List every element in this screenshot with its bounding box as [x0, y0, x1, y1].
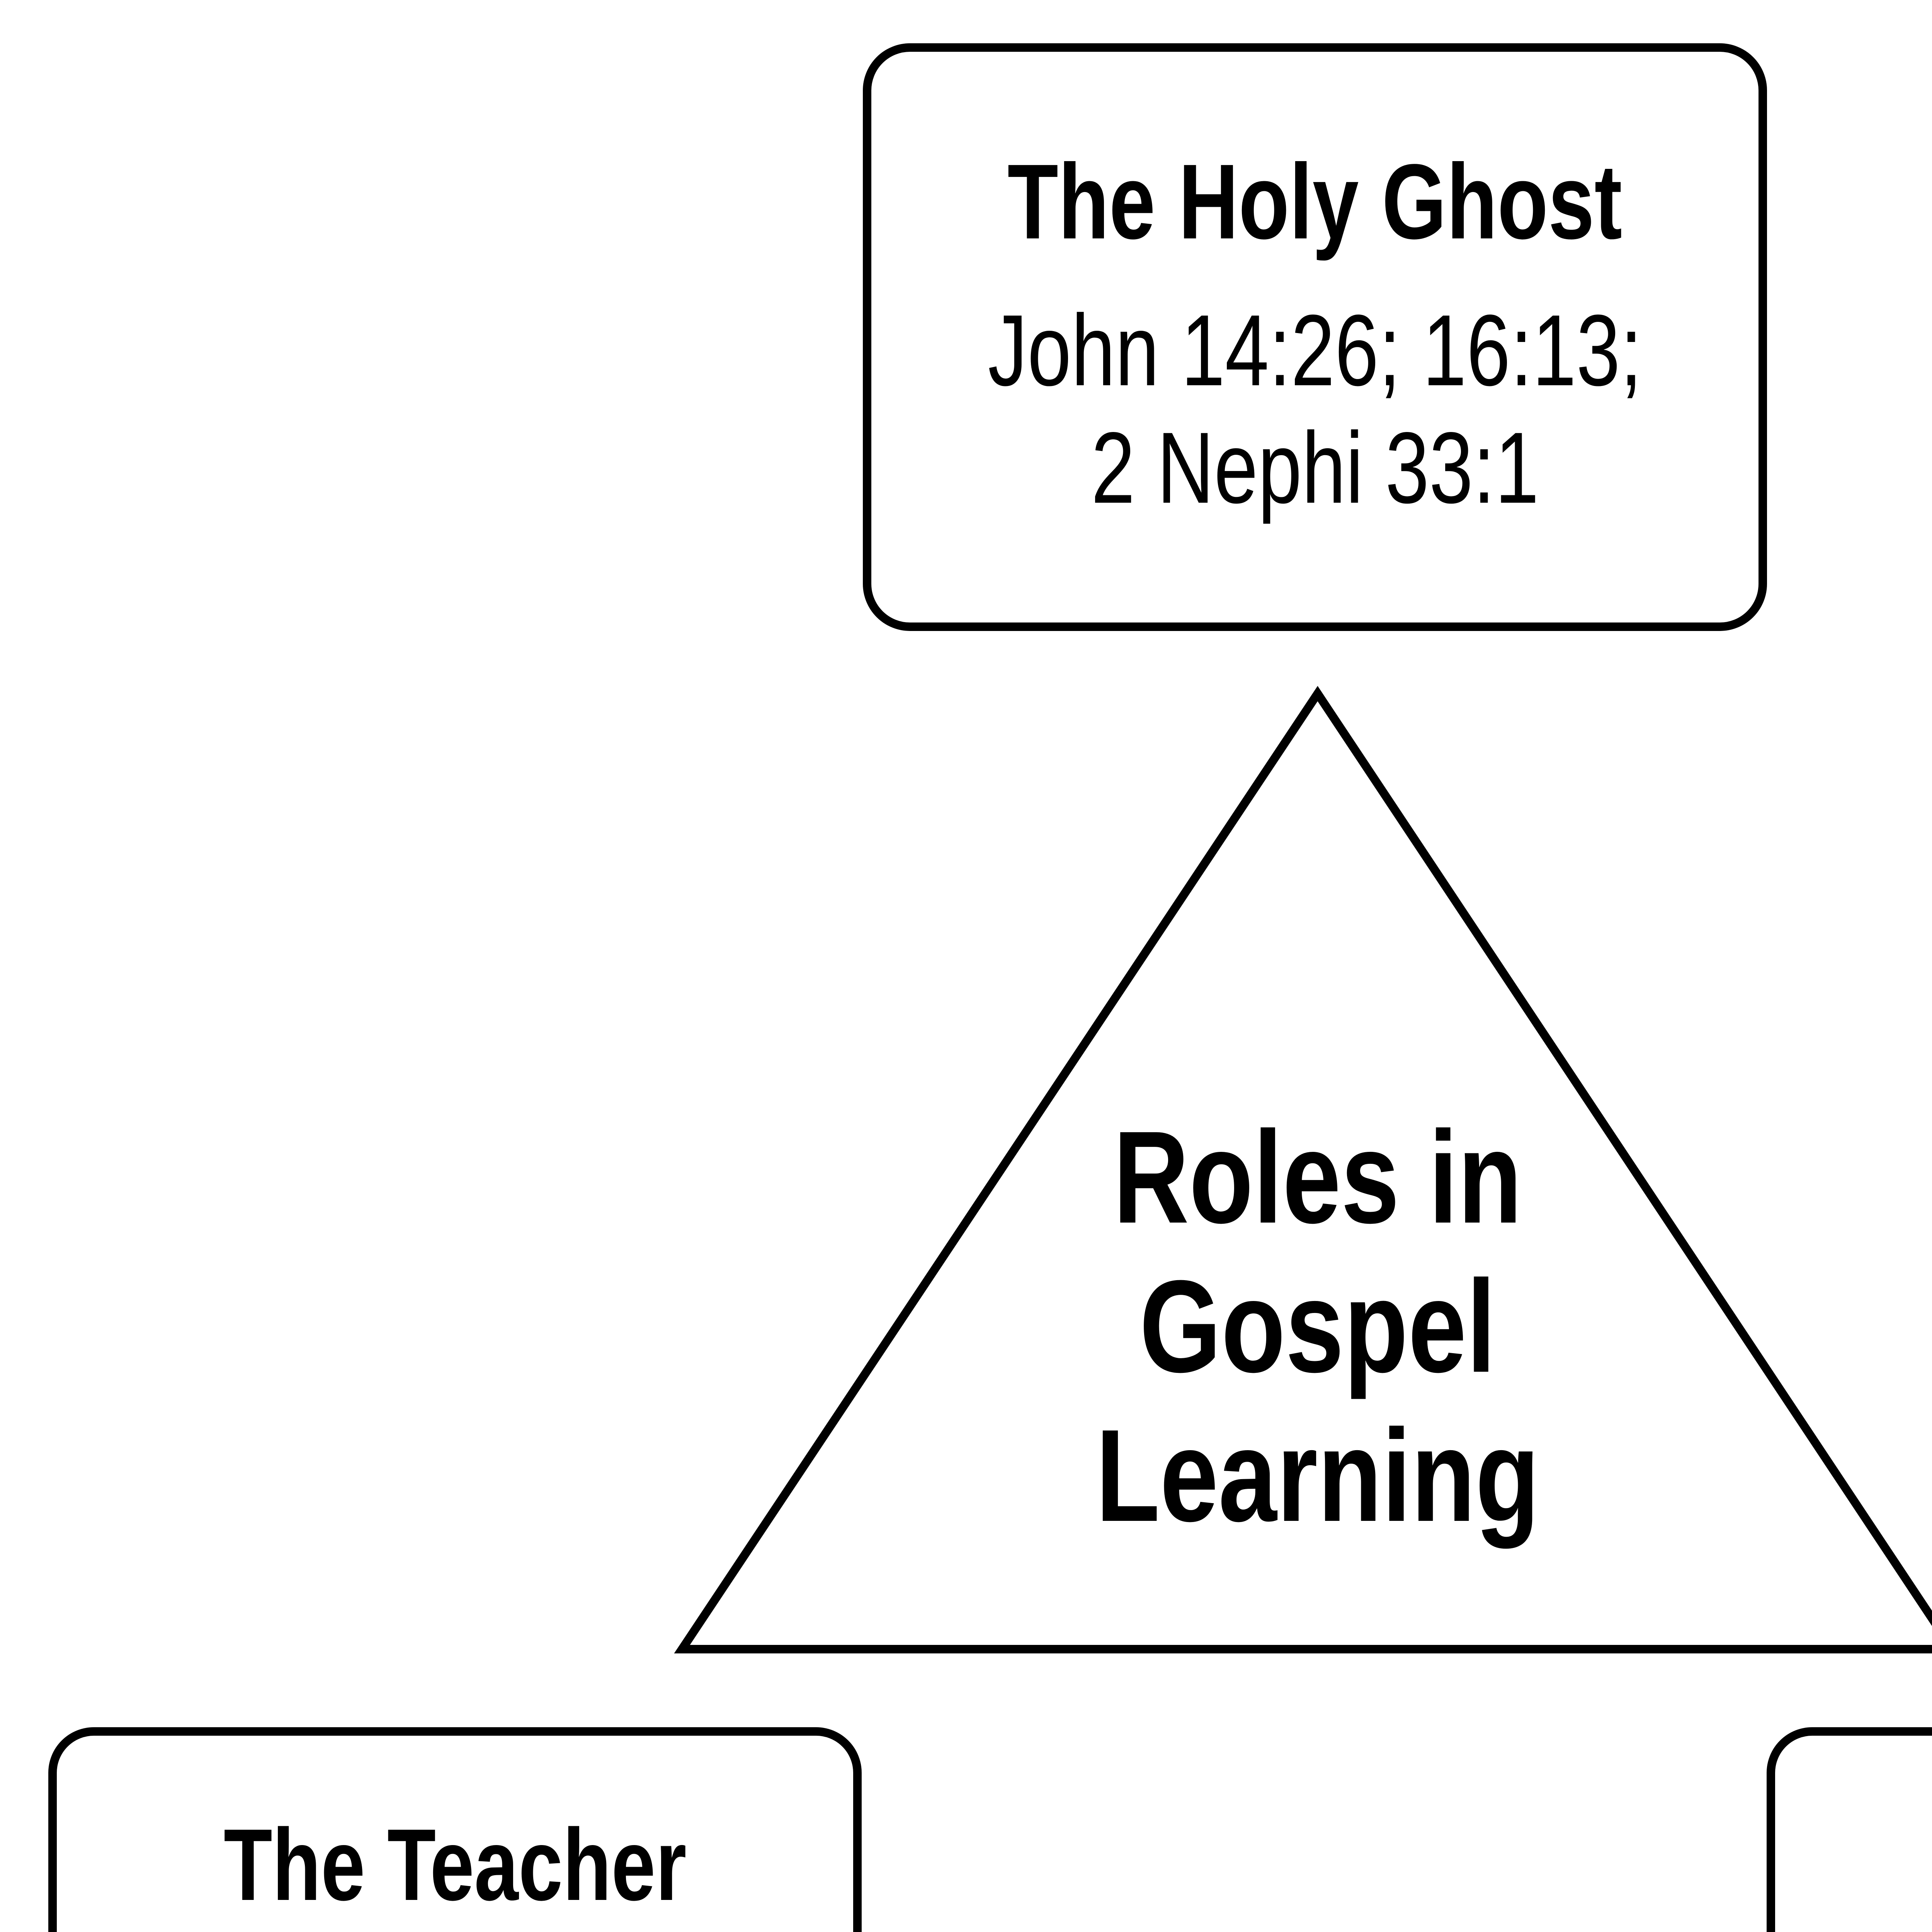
node-box-learner: The Learner D&C 88:118,122	[1767, 1727, 1932, 1932]
node-box-holy-ghost: The Holy Ghost John 14:26; 16:13; 2 Neph…	[863, 43, 1767, 631]
triangle-center-label: Roles in Gospel Learning	[1020, 1103, 1615, 1551]
node-references-holy-ghost: John 14:26; 16:13; 2 Nephi 33:1	[988, 292, 1642, 527]
node-title-holy-ghost: The Holy Ghost	[1007, 142, 1622, 261]
triangle-label-line-2: Gospel	[1139, 1253, 1496, 1400]
reference-line: John 14:26; 16:13;	[988, 294, 1642, 407]
node-box-teacher: The Teacher D&C 50:13–14; 88:122	[48, 1727, 862, 1932]
triangle-label-line-1: Roles in	[1113, 1104, 1522, 1251]
triangle-label-line-3: Learning	[1095, 1402, 1540, 1549]
reference-line: 2 Nephi 33:1	[1091, 411, 1539, 525]
node-title-teacher: The Teacher	[223, 1807, 687, 1922]
